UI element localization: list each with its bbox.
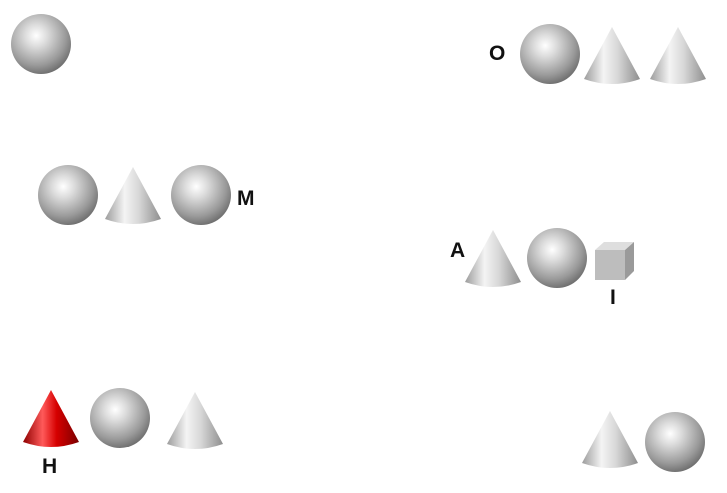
cone-icon	[167, 392, 223, 449]
cone-icon	[584, 27, 640, 84]
sphere-icon	[171, 165, 231, 225]
label-h: H	[42, 455, 58, 478]
sphere-icon	[38, 165, 98, 225]
sphere-icon	[527, 228, 587, 288]
cube-icon	[595, 242, 634, 280]
sphere-icon	[90, 388, 150, 448]
cone-icon	[650, 27, 706, 84]
cone-icon	[582, 411, 638, 468]
sphere-icon	[645, 412, 705, 472]
sphere-icon	[11, 14, 71, 74]
sphere-icon	[520, 24, 580, 84]
label-i: I	[610, 286, 616, 309]
cone-icon	[465, 230, 521, 287]
label-a: A	[450, 239, 466, 262]
cone-icon	[105, 167, 161, 224]
label-m: M	[237, 187, 255, 210]
label-o: O	[489, 42, 506, 65]
red-cone-icon	[23, 390, 79, 447]
